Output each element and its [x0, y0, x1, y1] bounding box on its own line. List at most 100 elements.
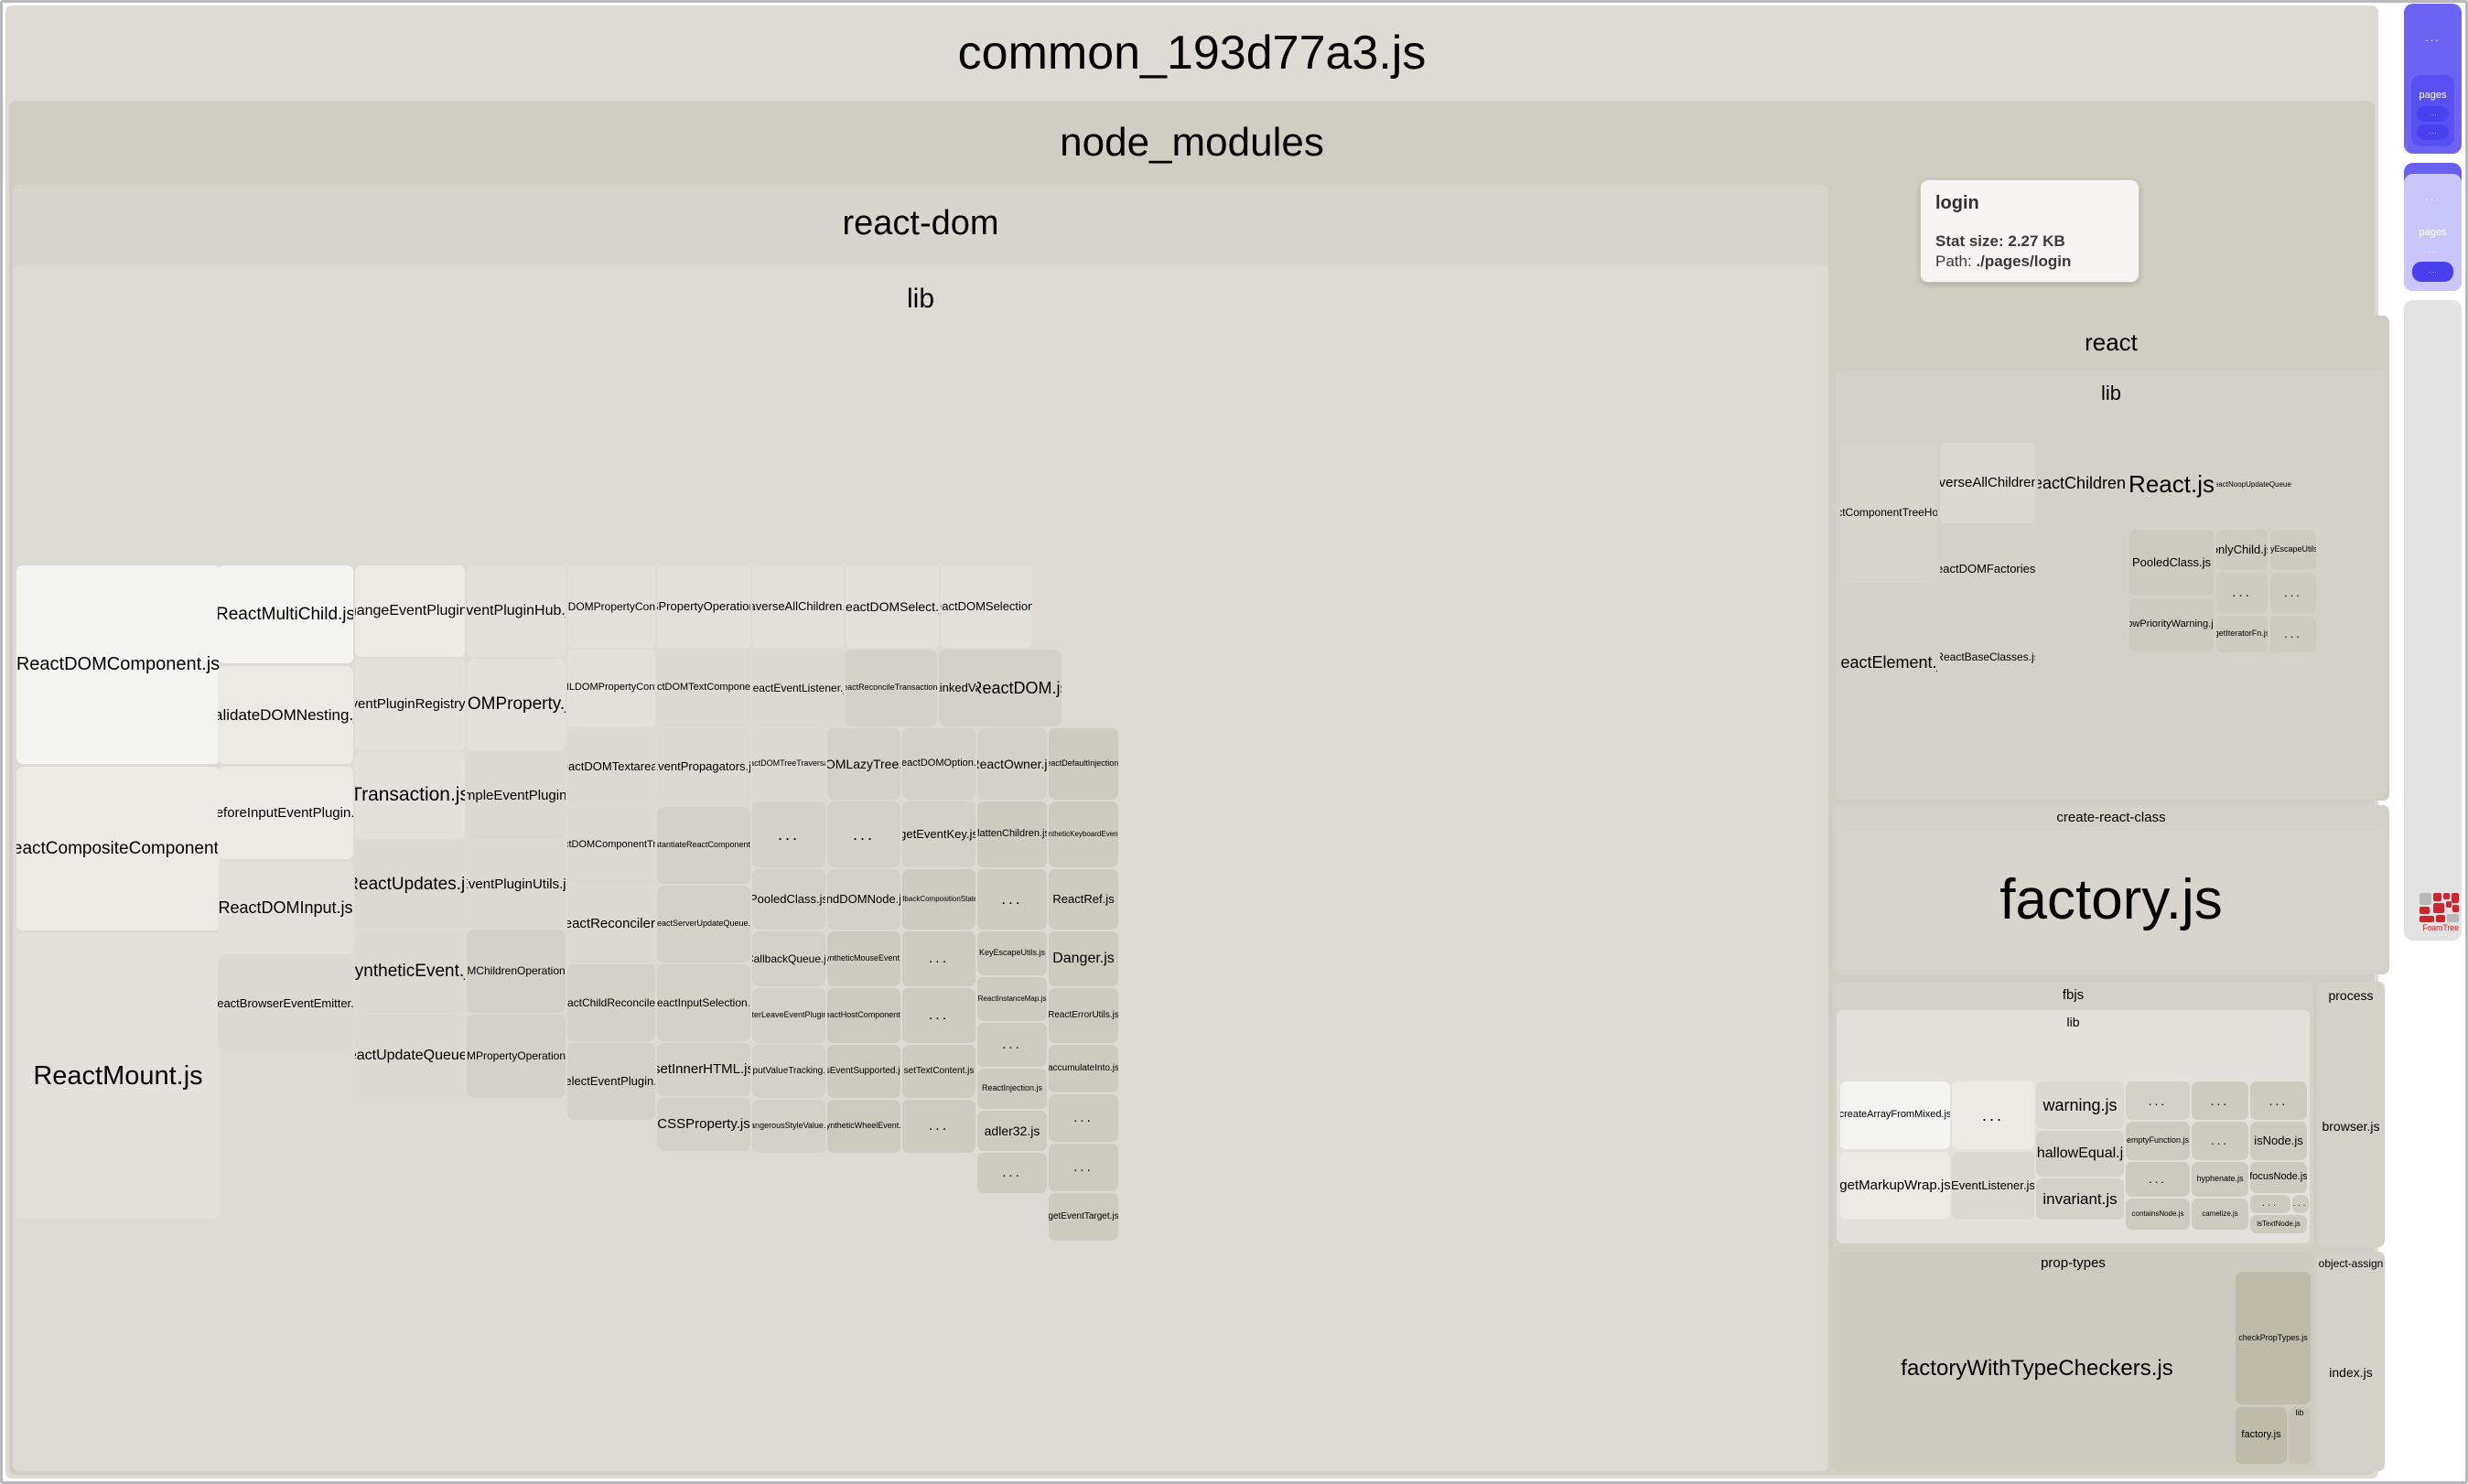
treemap-tile[interactable]: instantiateReactComponent.js [657, 807, 750, 884]
treemap-tile[interactable]: ReactBrowserEventEmitter.js [218, 957, 353, 1049]
treemap-tile[interactable]: ReactInstanceMap.js [977, 977, 1047, 1021]
treemap-tile[interactable]: ... [2270, 616, 2316, 652]
treemap-tile[interactable]: createArrayFromMixed.js [1840, 1081, 1950, 1149]
treemap-tile[interactable]: EventPluginHub.js [467, 565, 566, 657]
treemap-tile[interactable]: SyntheticEvent.js [355, 930, 465, 1013]
treemap-tile[interactable]: PooledClass.js [2129, 530, 2214, 596]
treemap-tile[interactable]: ReactDOMTreeTraversal.js [752, 728, 825, 800]
treemap-tile[interactable]: findDOMNode.js [827, 869, 900, 930]
treemap-tile[interactable]: ... [2250, 1081, 2307, 1120]
treemap-tile[interactable]: traverseAllChildren.js [752, 565, 844, 648]
treemap-tile[interactable]: getIteratorFn.js [2216, 616, 2268, 652]
treemap-tile[interactable]: ReactMount.js [16, 933, 220, 1219]
treemap-tile[interactable]: ... [2126, 1081, 2190, 1120]
sidebar-chunk-pages-leaf-a[interactable]: ... [2417, 106, 2449, 122]
treemap-tile[interactable]: ReactErrorUtils.js [1049, 988, 1118, 1043]
treemap-tile[interactable]: setInnerHTML.js [657, 1043, 750, 1096]
treemap-tile[interactable]: ... [902, 931, 975, 986]
treemap-tile[interactable]: ... [2126, 1162, 2190, 1197]
treemap-tile[interactable]: SelectEventPlugin.js [567, 1043, 655, 1120]
treemap-tile[interactable]: ... [977, 1023, 1047, 1067]
treemap-tile[interactable]: traverseAllChildren.js [1940, 443, 2035, 523]
treemap-tile[interactable]: checkPropTypes.js [2236, 1272, 2311, 1404]
treemap-tile[interactable]: ChangeEventPlugin.js [355, 565, 465, 657]
treemap-tile[interactable]: flattenChildren.js [977, 801, 1047, 867]
treemap-tile[interactable]: EventListener.js [1952, 1152, 2034, 1220]
treemap-tile[interactable]: ... [1049, 1144, 1118, 1191]
treemap-tile[interactable]: ReactUpdates.js [355, 841, 465, 928]
treemap-tile[interactable]: ReactRef.js [1049, 869, 1118, 930]
treemap-tile[interactable]: isNode.js [2250, 1122, 2307, 1160]
treemap-tile[interactable]: DOMLazyTree.js [827, 728, 900, 800]
treemap-tile[interactable]: CSSProperty.js [657, 1098, 750, 1151]
treemap-tile[interactable]: ReactInputSelection.js [657, 964, 750, 1041]
treemap-tile[interactable]: ReactDOM.js [977, 650, 1062, 726]
treemap-tile[interactable]: ... [977, 869, 1047, 930]
treemap-tile[interactable]: ... [977, 1153, 1047, 1193]
treemap-tile[interactable]: ReactCompositeComponent.js [16, 767, 220, 930]
treemap-tile[interactable]: PooledClass.js [752, 869, 825, 930]
treemap-tile[interactable]: DOMPropertyOperations.js [467, 1015, 566, 1098]
treemap-tile[interactable]: DOMProperty.js [467, 659, 566, 750]
treemap-tile[interactable]: invariant.js [2036, 1178, 2124, 1220]
treemap-tile[interactable]: ReactDOMOption.js [902, 728, 975, 800]
treemap-tile[interactable]: ... [902, 1100, 975, 1153]
treemap-tile[interactable]: ReactComponentTreeHook.js [1840, 443, 1937, 583]
treemap-tile[interactable]: ReactBaseClasses.js [1940, 614, 2035, 701]
treemap-tile[interactable]: EventPluginUtils.js [467, 841, 566, 928]
treemap-tile[interactable]: ReactDOMTextComponent.js [657, 650, 750, 726]
treemap-tile[interactable]: ReactDOMInput.js [218, 862, 353, 954]
treemap-tile[interactable]: warning.js [2036, 1081, 2124, 1129]
treemap-tile[interactable]: ReactNoopUpdateQueue.js [2216, 443, 2291, 527]
treemap-tile[interactable]: FallbackCompositionState.js [902, 869, 975, 930]
treemap-tile-factory-js[interactable]: factory.js [1838, 831, 2385, 970]
treemap-tile[interactable]: ReactChildReconciler.js [567, 964, 655, 1041]
treemap-tile[interactable]: ReactMultiChild.js [218, 565, 353, 663]
treemap-tile[interactable]: emptyFunction.js [2126, 1122, 2190, 1160]
treemap-tile[interactable]: ReactOwner.js [977, 728, 1047, 800]
treemap-tile[interactable]: accumulateInto.js [1049, 1045, 1118, 1092]
treemap-tile[interactable]: ReactHostComponent.js [827, 988, 900, 1043]
treemap-tile[interactable]: ... [752, 801, 825, 867]
treemap-tile[interactable]: ... [1952, 1081, 2034, 1149]
treemap-tile[interactable]: SVGDOMPropertyConfig.js [567, 565, 655, 648]
treemap-tile[interactable]: ReactServerUpdateQueue.js [657, 886, 750, 962]
treemap-tile[interactable]: getEventTarget.js [1049, 1193, 1118, 1241]
treemap-tile[interactable]: adler32.js [977, 1111, 1047, 1151]
treemap-tile[interactable]: SyntheticMouseEvent.js [827, 931, 900, 986]
treemap-tile[interactable]: CSSPropertyOperations.js [657, 565, 750, 648]
treemap-tile[interactable]: HTMLDOMPropertyConfig.js [567, 650, 655, 726]
treemap-tile[interactable]: DOMChildrenOperations.js [467, 930, 566, 1013]
treemap-tile[interactable]: ReactDOMSelect.js [846, 565, 939, 648]
treemap-tile[interactable]: ReactReconciler.js [567, 886, 655, 962]
treemap-tile[interactable]: ... [1049, 1094, 1118, 1142]
treemap-tile[interactable]: getMarkupWrap.js [1840, 1152, 1950, 1220]
treemap-tile[interactable]: BeforeInputEventPlugin.js [218, 767, 353, 859]
sidebar-chunk-login-leaf[interactable]: ... [2412, 262, 2453, 282]
treemap-tile[interactable]: ... [827, 801, 900, 867]
sidebar-chunk-pages-leaf-b[interactable]: ... [2417, 124, 2449, 140]
treemap-tile[interactable]: ReactElement.js [1840, 586, 1937, 739]
treemap-tile[interactable]: ReactInjection.js [977, 1069, 1047, 1109]
treemap-tile[interactable]: EnterLeaveEventPlugin.js [752, 988, 825, 1043]
sidebar-empty-area[interactable] [2404, 300, 2462, 941]
treemap-tile[interactable]: setTextContent.js [902, 1045, 975, 1098]
treemap-tile[interactable]: focusNode.js [2250, 1162, 2307, 1193]
treemap-tile[interactable]: React.js [2129, 443, 2214, 527]
treemap-tile[interactable]: ReactDOMTextarea.js [567, 728, 655, 805]
treemap-tile[interactable]: dangerousStyleValue.js [752, 1100, 825, 1153]
treemap-tile[interactable]: EventPluginRegistry.js [355, 659, 465, 750]
treemap-tile[interactable]: ReactDOMSelection.js [941, 565, 1032, 648]
treemap-tile[interactable]: KeyEscapeUtils.js [2270, 530, 2316, 570]
treemap-tile[interactable]: ReactDOMComponent.js [16, 565, 220, 764]
treemap-tile[interactable]: KeyEscapeUtils.js [977, 931, 1047, 975]
treemap-tile[interactable]: ReactEventListener.js [752, 650, 844, 726]
treemap-tile[interactable]: SyntheticWheelEvent.js [827, 1100, 900, 1153]
treemap-tile[interactable]: ReactChildren.js [2038, 443, 2126, 523]
treemap-tile[interactable]: EventPropagators.js [657, 728, 750, 805]
treemap-tile[interactable]: ... [2250, 1195, 2290, 1213]
treemap-tile[interactable]: containsNode.js [2126, 1199, 2190, 1230]
treemap-tile[interactable]: SyntheticKeyboardEvent.js [1049, 801, 1118, 867]
